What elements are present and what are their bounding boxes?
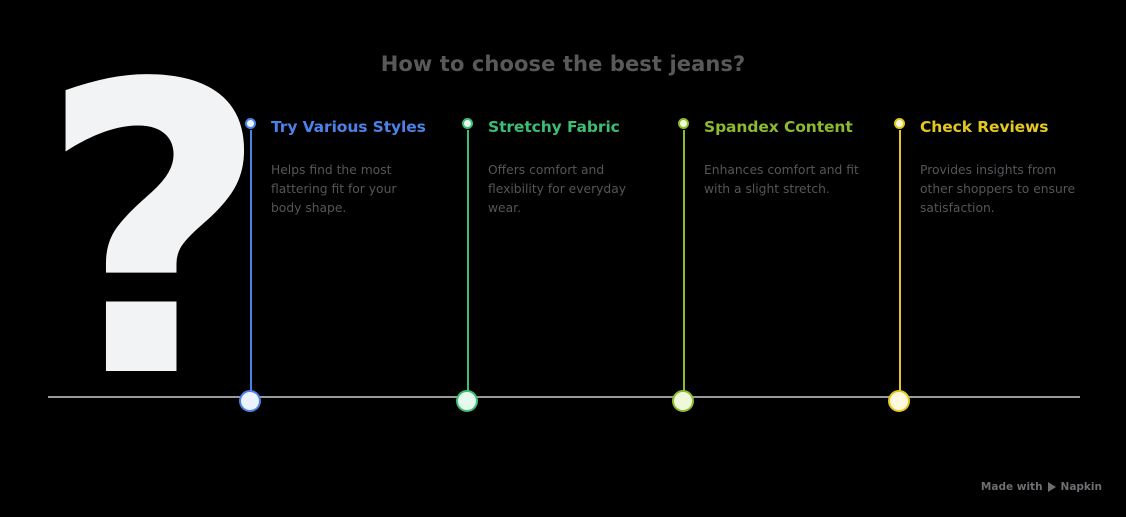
milestone-heading: Try Various Styles [271,118,426,136]
milestone-connector-line [467,130,469,402]
milestone-description: Provides insights from other shoppers to… [920,163,1076,215]
milestone-baseline-dot-icon[interactable] [239,390,261,412]
timeline-baseline [48,396,1080,398]
watermark-brand: Napkin [1060,481,1102,493]
milestone-description: Helps find the most flattering fit for y… [271,163,397,215]
milestone-baseline-dot-icon[interactable] [456,390,478,412]
milestone-baseline-dot-icon[interactable] [672,390,694,412]
watermark-prefix: Made with [980,481,1043,493]
milestone-top-dot-icon[interactable] [461,118,473,129]
milestone-heading: Check Reviews [920,118,1049,136]
milestone-description: Enhances comfort and fit with a slight s… [704,163,859,196]
page-title: How to choose the best jeans? [380,52,746,76]
milestone-heading: Stretchy Fabric [488,118,620,136]
milestone-top-dot-icon[interactable] [244,118,256,129]
question-mark-icon: ? [38,54,248,414]
milestone-connector-line [899,130,901,402]
milestone-heading: Spandex Content [704,118,853,136]
milestone-top-dot-icon[interactable] [677,118,689,129]
milestone-description: Offers comfort and flexibility for every… [488,163,627,215]
milestone-connector-line [683,130,685,402]
milestone-baseline-dot-icon[interactable] [888,390,910,412]
napkin-logo-icon [1047,482,1056,492]
milestone-top-dot-icon[interactable] [893,118,905,129]
milestone-connector-line [250,130,252,402]
napkin-watermark: Made with Napkin [981,481,1102,493]
